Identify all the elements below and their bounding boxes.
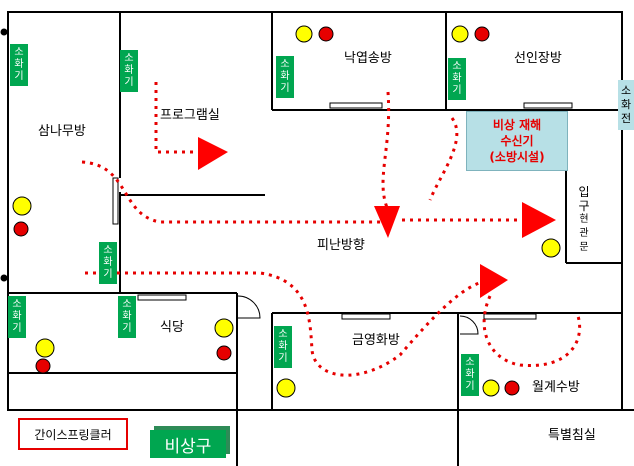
extinguisher-sign: 소 화 기	[274, 326, 292, 368]
extinguisher-sign: 소 화 기	[10, 44, 28, 86]
evacuation-routes	[81, 82, 582, 377]
markers	[0, 25, 561, 398]
room-geumyeonghwa: 금영화방	[352, 333, 400, 348]
extinguisher-sign: 소 화 기	[461, 354, 479, 396]
extinguisher-sign: 소 화 기	[448, 58, 466, 100]
extinguisher-sign: 소 화 기	[120, 50, 138, 92]
room-teukbyeol: 특별침실	[548, 428, 596, 443]
room-nakyeopsong: 낙엽송방	[344, 51, 392, 66]
room-sikdang: 식당	[160, 320, 184, 335]
direction-arrows	[198, 137, 556, 298]
room-seoninjang: 선인장방	[514, 51, 562, 66]
sprinkler-label: 간이스프링클러	[18, 418, 128, 450]
extinguisher-sign: 소 화 기	[8, 296, 26, 338]
room-program: 프로그램실	[160, 108, 220, 123]
room-wolgyesu: 월계수방	[532, 380, 580, 395]
emergency-exit-sign: 비상구	[150, 430, 226, 458]
room-samnamu: 삼나무방	[38, 124, 86, 139]
doors	[112, 102, 573, 335]
extinguisher-sign: 소 화 기	[276, 56, 294, 98]
extinguisher-sign: 소 화 기	[99, 242, 117, 284]
extinguisher-sign: 소 화 기	[118, 296, 136, 338]
evacuation-label: 피난방향	[317, 238, 365, 253]
emergency-receiver: 비상 재해 수신기 (소방시설)	[466, 111, 568, 171]
